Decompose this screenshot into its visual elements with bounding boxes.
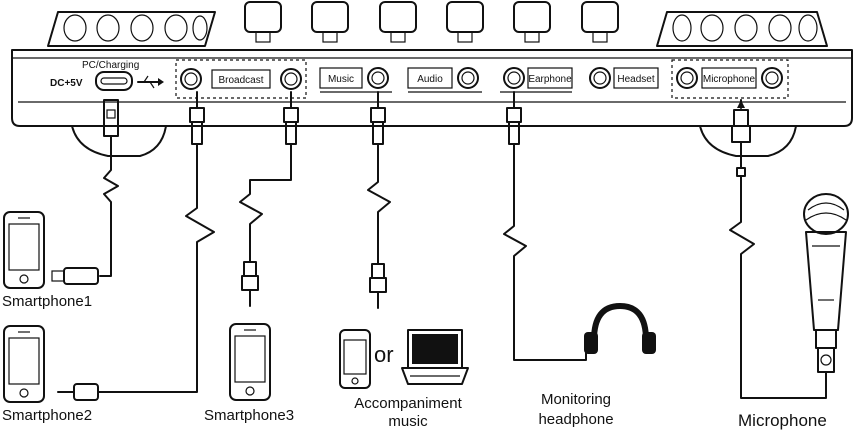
earphone-port: Earphone xyxy=(500,67,573,93)
cable-smartphone2 xyxy=(57,91,215,401)
broadcast-ports: Broadcast xyxy=(175,59,307,99)
knob-3 xyxy=(379,1,417,43)
smartphone1-icon xyxy=(3,211,45,289)
knob-6 xyxy=(581,1,619,43)
music-label: Music xyxy=(328,74,354,85)
left-dial xyxy=(47,11,216,47)
cable-headphone xyxy=(503,91,587,361)
audio-label: Audio xyxy=(417,74,443,85)
right-dial xyxy=(656,11,828,47)
accompaniment-phone-icon xyxy=(339,329,371,389)
microphone-label: Microphone xyxy=(738,411,827,430)
headset-port: Headset xyxy=(589,67,659,89)
smartphone3-icon xyxy=(229,323,271,401)
accompaniment-label-line2: music xyxy=(388,413,428,430)
microphone-ports: Microphone xyxy=(671,59,789,99)
audio-port: Audio xyxy=(407,67,482,93)
cable-accompaniment xyxy=(367,91,391,309)
smartphone1-label: Smartphone1 xyxy=(2,293,92,310)
mixer-body xyxy=(11,49,853,157)
knob-2 xyxy=(311,1,349,43)
microphone-port-label: Microphone xyxy=(703,74,756,85)
headphone-icon xyxy=(584,302,656,354)
music-port: Music xyxy=(319,67,392,93)
monitoring-label-line2: headphone xyxy=(538,411,613,428)
power-label: DC+5V xyxy=(50,78,83,89)
broadcast-jack-1 xyxy=(180,68,202,90)
microphone-icon xyxy=(803,193,849,391)
accompaniment-label-line1: Accompaniment xyxy=(354,395,462,412)
broadcast-label: Broadcast xyxy=(218,75,263,86)
knob-row xyxy=(244,1,619,43)
cable-smartphone1 xyxy=(51,99,119,285)
cable-microphone xyxy=(729,99,827,399)
charging-label: PC/Charging xyxy=(82,60,139,71)
laptop-icon xyxy=(401,329,469,385)
smartphone2-icon xyxy=(3,325,45,403)
knob-1 xyxy=(244,1,282,43)
broadcast-jack-2 xyxy=(280,68,302,90)
or-label: or xyxy=(374,342,394,367)
smartphone2-label: Smartphone2 xyxy=(2,407,92,424)
earphone-label: Earphone xyxy=(528,74,572,85)
cable-smartphone3 xyxy=(239,91,299,307)
monitoring-label-line1: Monitoring xyxy=(541,391,611,408)
smartphone3-label: Smartphone3 xyxy=(204,407,294,424)
headset-label: Headset xyxy=(617,74,654,85)
usb-icon xyxy=(137,75,164,89)
knob-4 xyxy=(446,1,484,43)
power-port: DC+5V PC/Charging xyxy=(50,60,164,91)
knob-5 xyxy=(513,1,551,43)
